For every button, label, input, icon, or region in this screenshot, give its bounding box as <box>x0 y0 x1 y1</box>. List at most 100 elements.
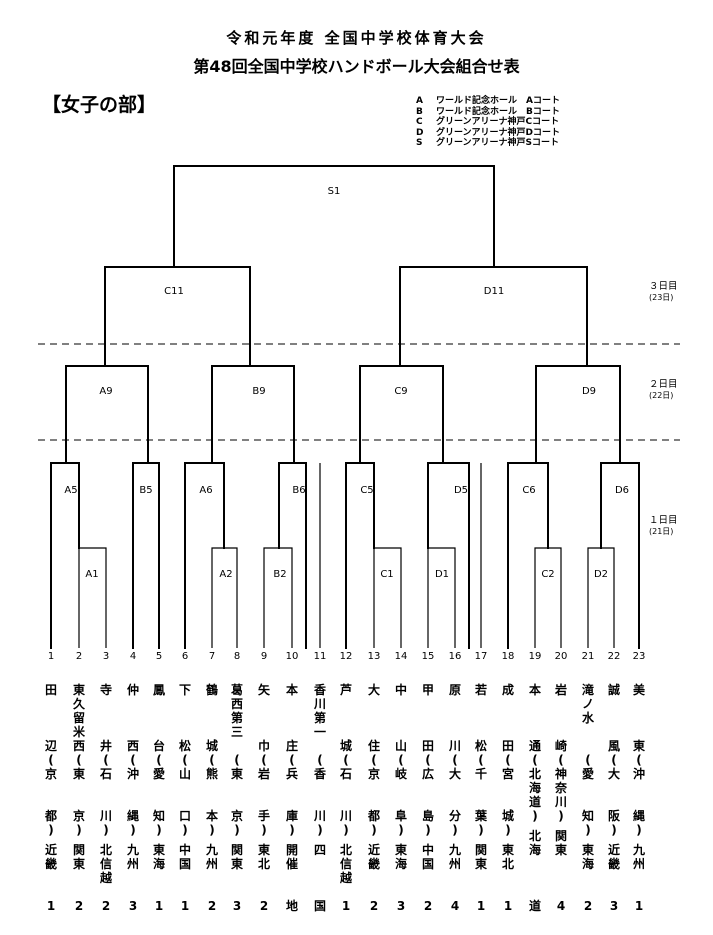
team-region: 九州 <box>448 843 461 871</box>
team-entry: 芦城(石川) 北信越 1 <box>334 683 358 913</box>
team-seed: 1 <box>503 899 513 913</box>
team-prefecture: (北海道) <box>528 753 541 823</box>
team-seed: 1 <box>341 899 351 913</box>
team-name: 東久留米西 <box>72 683 85 753</box>
team-entry: 本通(北海道)北海道 <box>523 683 547 913</box>
team-prefecture: (京都) <box>44 753 57 837</box>
team-seed: 4 <box>450 899 460 913</box>
team-prefecture: (熊本) <box>205 753 218 837</box>
team-prefecture: (宮城) <box>501 753 514 837</box>
team-number: 13 <box>367 651 381 662</box>
team-region: 北信越 <box>99 843 112 885</box>
team-prefecture: (愛知) <box>581 753 594 837</box>
team-number: 10 <box>285 651 299 662</box>
team-name: 原川 <box>448 683 461 753</box>
team-name: 中山 <box>394 683 407 753</box>
team-region: 東海 <box>394 843 407 871</box>
team-region: 東北 <box>257 843 270 871</box>
team-prefecture: (千葉) <box>474 753 487 837</box>
team-name: 大住 <box>367 683 380 753</box>
team-seed: 2 <box>74 899 84 913</box>
team-region: 北信越 <box>339 843 352 885</box>
match-label-c2: C2 <box>541 569 555 580</box>
team-name: 下松 <box>178 683 191 753</box>
match-label-c11: C11 <box>164 286 184 297</box>
team-name: 岩崎 <box>554 683 567 753</box>
team-seed: 3 <box>128 899 138 913</box>
match-label-c6: C6 <box>522 485 536 496</box>
team-seed: 3 <box>232 899 242 913</box>
team-name: 鶴城 <box>205 683 218 753</box>
team-name: 葛西第三 <box>230 683 243 739</box>
day2-label: ２日目(22日) <box>649 379 678 400</box>
team-name: 甲田 <box>421 683 434 753</box>
match-label-d1: D1 <box>434 569 450 580</box>
team-seed: 2 <box>207 899 217 913</box>
day3-label: ３日目(23日) <box>649 281 678 302</box>
match-label-b6: B6 <box>292 485 306 496</box>
team-number: 2 <box>75 651 83 662</box>
match-label-a5: A5 <box>64 485 78 496</box>
team-region: 北海 <box>528 829 541 857</box>
team-entry: 香川第一(香川)四国 <box>308 683 332 913</box>
team-seed: 2 <box>423 899 433 913</box>
team-seed: 1 <box>154 899 164 913</box>
team-seed: 国 <box>313 899 326 913</box>
team-seed: 2 <box>101 899 111 913</box>
team-name: 田辺 <box>44 683 57 753</box>
team-prefecture: (香川) <box>313 753 326 837</box>
match-label-a6: A6 <box>199 485 213 496</box>
team-name: 芦城 <box>339 683 352 753</box>
match-label-a1: A1 <box>85 569 99 580</box>
team-region: 関東 <box>230 843 243 871</box>
team-name: 滝ノ水 <box>581 683 594 725</box>
team-number: 19 <box>528 651 542 662</box>
match-label-d11: D11 <box>483 286 505 297</box>
match-label-c5: C5 <box>360 485 374 496</box>
team-region: 近畿 <box>367 843 380 871</box>
team-number: 16 <box>448 651 462 662</box>
title-line1: 令和元年度 全国中学校体育大会 <box>226 29 487 47</box>
team-seed: 1 <box>476 899 486 913</box>
match-label-d2: D2 <box>593 569 609 580</box>
team-name: 美東 <box>632 683 645 753</box>
team-name: 本通 <box>528 683 541 753</box>
match-label-d6: D6 <box>614 485 630 496</box>
team-prefecture: (沖縄) <box>632 753 645 837</box>
team-region: 関東 <box>72 843 85 871</box>
title-line2: 第48回全国中学校ハンドボール大会組合せ表 <box>193 57 520 76</box>
team-number: 20 <box>554 651 568 662</box>
team-prefecture: (石川) <box>339 753 352 837</box>
team-entry: 美東(沖縄) 九州 1 <box>627 683 651 913</box>
team-region: 東海 <box>152 843 165 871</box>
match-label-b5: B5 <box>139 485 153 496</box>
team-number: 22 <box>607 651 621 662</box>
team-number: 4 <box>129 651 137 662</box>
team-seed: 1 <box>634 899 644 913</box>
team-name: 仲西 <box>126 683 139 753</box>
team-region: 近畿 <box>607 843 620 871</box>
team-region: 開催 <box>285 843 298 871</box>
team-prefecture: (広島) <box>421 753 434 837</box>
team-region: 九州 <box>632 843 645 871</box>
team-number: 6 <box>181 651 189 662</box>
match-label-d5: D5 <box>453 485 469 496</box>
team-seed: 3 <box>609 899 619 913</box>
team-region: 中国 <box>178 843 191 871</box>
section-title: 【女子の部】 <box>42 94 157 116</box>
match-label-b2: B2 <box>273 569 287 580</box>
team-number: 21 <box>581 651 595 662</box>
team-prefecture: (石川) <box>99 753 112 837</box>
